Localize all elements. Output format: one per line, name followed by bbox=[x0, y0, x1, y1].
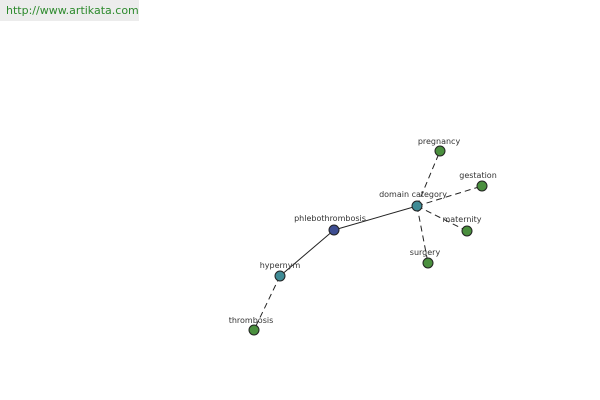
node-label-maternity[interactable]: maternity bbox=[442, 215, 481, 224]
node-maternity[interactable]: maternity bbox=[442, 215, 482, 237]
node-label-pregnancy[interactable]: pregnancy bbox=[418, 137, 461, 146]
node-label-thrombosis[interactable]: thrombosis bbox=[229, 316, 274, 325]
edges-layer bbox=[253, 150, 483, 331]
node-label-domain_category[interactable]: domain category bbox=[379, 190, 447, 199]
node-circle-phlebothrombosis[interactable] bbox=[328, 224, 340, 236]
node-circle-pregnancy[interactable] bbox=[434, 145, 446, 157]
edge-phlebothrombosis-hypernym bbox=[279, 229, 335, 277]
site-url[interactable]: http://www.artikata.com bbox=[0, 0, 139, 21]
nodes-layer: phlebothrombosis domain category hypernym t… bbox=[229, 137, 497, 336]
node-domain_category[interactable]: domain category bbox=[379, 190, 447, 212]
edge-phlebothrombosis-domain_category bbox=[333, 205, 418, 231]
node-hypernym[interactable]: hypernym bbox=[260, 261, 301, 282]
node-label-phlebothrombosis[interactable]: phlebothrombosis bbox=[294, 214, 366, 223]
node-phlebothrombosis[interactable]: phlebothrombosis bbox=[294, 214, 366, 236]
node-label-hypernym[interactable]: hypernym bbox=[260, 261, 301, 270]
node-surgery[interactable]: surgery bbox=[410, 248, 441, 269]
node-label-surgery[interactable]: surgery bbox=[410, 248, 441, 257]
node-label-gestation[interactable]: gestation bbox=[459, 171, 497, 180]
node-circle-thrombosis[interactable] bbox=[248, 324, 260, 336]
node-circle-surgery[interactable] bbox=[422, 257, 434, 269]
node-pregnancy[interactable]: pregnancy bbox=[418, 137, 461, 157]
node-circle-gestation[interactable] bbox=[476, 180, 488, 192]
edge-domain_category-gestation bbox=[416, 185, 483, 207]
node-gestation[interactable]: gestation bbox=[459, 171, 497, 192]
node-circle-maternity[interactable] bbox=[461, 225, 473, 237]
node-circle-hypernym[interactable] bbox=[274, 270, 286, 282]
node-circle-domain_category[interactable] bbox=[411, 200, 423, 212]
node-thrombosis[interactable]: thrombosis bbox=[229, 316, 274, 336]
